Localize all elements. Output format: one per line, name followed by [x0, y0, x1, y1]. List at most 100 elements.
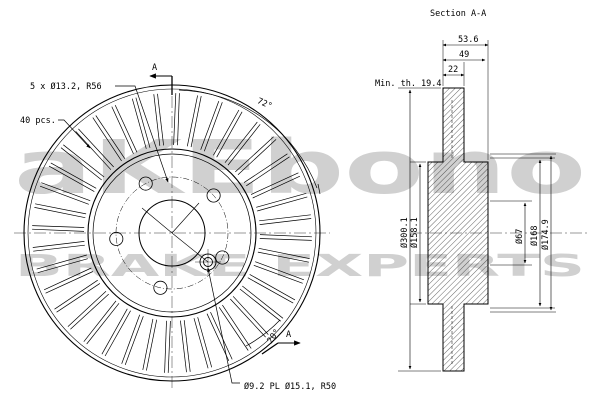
vane-line: [167, 320, 171, 373]
dim-168: Ø168: [529, 226, 540, 246]
vane-line: [37, 258, 88, 274]
vane-line: [218, 307, 249, 351]
vane-line: [131, 98, 147, 149]
vane-line: [32, 241, 85, 248]
cooling-vanes: [32, 93, 312, 373]
vane-line: [60, 147, 102, 181]
vane-line: [111, 106, 134, 155]
vane-line: [41, 182, 91, 202]
vane-line: [95, 115, 126, 159]
section-line-bottom: [261, 342, 279, 355]
vane-line: [35, 203, 87, 215]
vane-line: [193, 318, 209, 369]
vane-line: [153, 94, 161, 146]
vane-line: [34, 207, 86, 219]
dim-300-1: Ø300.1: [399, 217, 410, 248]
vane-line: [157, 93, 164, 146]
vane-line: [180, 320, 187, 373]
vane-line: [124, 316, 144, 366]
vane-line: [203, 102, 223, 152]
bolt-hole: [215, 250, 230, 265]
vane-line: [250, 172, 299, 195]
vane-line: [224, 121, 258, 163]
vane-line: [210, 311, 233, 360]
section-view: [398, 40, 590, 372]
vane-line: [86, 303, 120, 345]
vane-line: [92, 117, 122, 162]
vane-line: [43, 267, 92, 291]
vane-line: [237, 139, 277, 175]
angle-72-arc: [178, 89, 318, 189]
section-marker-bottom: A: [286, 330, 291, 340]
vane-line: [104, 310, 131, 357]
vane-line: [39, 185, 89, 205]
vane-line: [36, 254, 87, 270]
vane-line: [216, 111, 243, 158]
angle-72-label: 72°: [255, 96, 273, 111]
bolt-pattern-label: 5 x Ø13.2, R56: [30, 81, 102, 92]
vane-line: [259, 234, 312, 238]
vane-line: [247, 277, 294, 304]
vane-line: [67, 291, 107, 327]
vane-line: [246, 156, 290, 187]
rotor-section: [427, 87, 489, 372]
bolt-circle: [115, 176, 229, 290]
vane-line: [259, 214, 311, 222]
vane-line: [257, 251, 309, 263]
vane-line: [183, 320, 191, 372]
vane-line: [56, 283, 101, 313]
vane-line: [54, 279, 98, 310]
vane-line: [173, 93, 177, 146]
bolt-hole: [138, 176, 153, 191]
watermark-brand: aKEbono: [14, 125, 586, 211]
dim-174-9: Ø174.9: [540, 219, 551, 250]
vane-line: [256, 192, 307, 208]
dim-22: 22: [448, 65, 458, 75]
vane-line: [32, 228, 85, 232]
vane-line: [75, 131, 112, 170]
bolt-hole: [206, 188, 221, 203]
vane-line: [259, 238, 312, 241]
angle-20-arc: [245, 319, 281, 347]
vane-line: [230, 298, 266, 338]
vane-line: [50, 162, 97, 189]
vane-line: [200, 100, 220, 150]
vane-line: [186, 95, 198, 147]
vane-line: [146, 319, 158, 371]
leader-bolt: [115, 85, 169, 183]
leader-pilot: [207, 267, 240, 384]
vane-line: [249, 274, 296, 301]
pilot-hole-label: Ø9.2 PL Ø15.1, R50: [244, 381, 336, 392]
vane-line: [45, 271, 94, 294]
vane-line: [232, 296, 269, 335]
vane-line: [135, 97, 151, 148]
vane-line: [235, 136, 274, 173]
vane-line: [114, 104, 138, 153]
vane-line: [253, 264, 303, 284]
vane-line: [33, 244, 85, 252]
vane-line: [252, 175, 301, 199]
vane-line: [121, 314, 141, 364]
vane-line: [227, 124, 261, 166]
vane-line: [255, 261, 305, 281]
vane-line: [259, 218, 312, 225]
vane-line: [242, 285, 284, 319]
dim-53-6: 53.6: [458, 35, 478, 45]
vane-line: [164, 320, 167, 373]
section-marker-top: A: [152, 63, 157, 73]
vane-line: [257, 196, 308, 212]
vane-line: [258, 247, 310, 259]
vane-line: [101, 308, 128, 355]
vane-line: [142, 318, 154, 370]
dim-158-1: Ø158.1: [409, 217, 420, 248]
front-view: [14, 73, 330, 390]
leader-vanes: [58, 119, 91, 149]
vane-line: [197, 317, 213, 368]
vane-line: [177, 93, 180, 146]
dim-49: 49: [459, 50, 469, 60]
section-title: Section A-A: [430, 9, 486, 19]
vane-line: [70, 293, 109, 330]
vane-line: [190, 96, 202, 148]
vane-count-label: 40 pcs.: [20, 116, 56, 126]
vane-line: [213, 109, 240, 156]
